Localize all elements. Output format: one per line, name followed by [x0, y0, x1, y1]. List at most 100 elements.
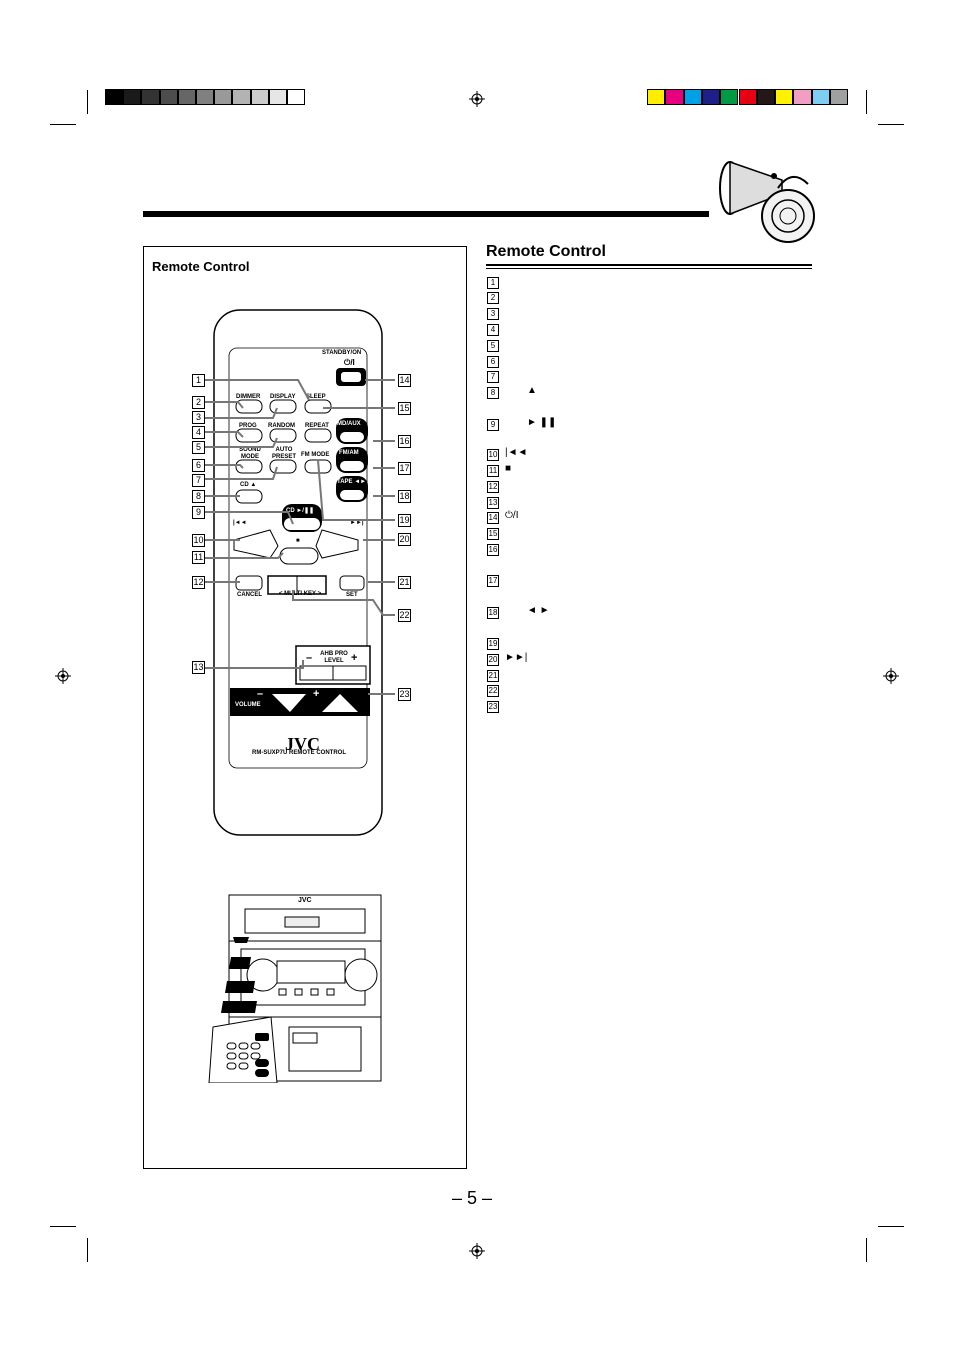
callout-number: 10	[192, 534, 205, 547]
crop-mark	[50, 1226, 76, 1227]
color-swatch	[811, 89, 830, 105]
tape-label: TAPE ◄►	[337, 479, 367, 485]
figure-caption: Remote Control	[152, 259, 250, 274]
callout-number: 15	[398, 402, 411, 415]
crop-mark	[50, 124, 76, 125]
callout-number: 23	[398, 688, 411, 701]
callout-number: 7	[192, 474, 205, 487]
page-number: – 5 –	[452, 1188, 493, 1208]
next-label: ►►|	[350, 520, 364, 526]
gray-swatch	[105, 89, 124, 105]
crop-mark	[87, 90, 88, 114]
sound-mode-label: SOUND MODE	[239, 447, 261, 460]
index-number: 16	[487, 544, 499, 556]
index-number: 13	[487, 497, 499, 509]
color-swatch	[665, 89, 684, 105]
model-label: RM-SUXP7U REMOTE CONTROL	[252, 750, 347, 756]
unit-jvc-logo: JVC	[298, 897, 312, 904]
callout-number: 17	[398, 462, 411, 475]
gray-swatch	[214, 89, 233, 105]
callout-number: 12	[192, 576, 205, 589]
gray-swatch	[177, 89, 196, 105]
color-swatch	[756, 89, 776, 105]
index-number: 5	[487, 340, 499, 352]
index-symbol: ►►|	[505, 652, 528, 663]
registration-mark-icon	[55, 668, 71, 684]
index-number: 23	[487, 701, 499, 713]
volume-label: VOLUME	[235, 702, 261, 708]
auto-preset-label: AUTO PRESET	[271, 447, 296, 460]
gray-swatch	[123, 89, 142, 105]
cancel-label: CANCEL	[237, 592, 262, 598]
index-number: 8	[487, 387, 499, 399]
cd-eject-label: CD ▲	[240, 482, 257, 488]
prev-label: |◄◄	[233, 520, 247, 526]
index-number: 18	[487, 607, 499, 619]
index-symbol: ► ❚❚	[527, 417, 557, 428]
header-rule	[143, 211, 709, 217]
callout-number: 21	[398, 576, 411, 589]
color-swatch	[683, 89, 702, 105]
gray-swatch	[196, 89, 215, 105]
standby-symbol: ⏻/I	[344, 358, 355, 367]
callout-number: 13	[192, 661, 205, 674]
callout-number: 4	[192, 426, 205, 439]
index-number: 17	[487, 575, 499, 587]
md-aux-label: MD/AUX	[337, 421, 361, 427]
index-number: 22	[487, 685, 499, 697]
callout-number: 22	[398, 609, 411, 622]
index-number: 4	[487, 324, 499, 336]
registration-mark-icon	[883, 668, 899, 684]
sleep-label: SLEEP	[306, 394, 326, 400]
repeat-label: REPEAT	[305, 423, 329, 429]
callout-number: 20	[398, 533, 411, 546]
index-number: 7	[487, 371, 499, 383]
gray-swatch	[287, 89, 306, 105]
figure-frame	[143, 246, 467, 1169]
gray-swatch	[159, 89, 178, 105]
index-number: 2	[487, 292, 499, 304]
registration-mark-icon	[469, 1243, 485, 1259]
crop-mark	[866, 1238, 867, 1262]
callout-number: 1	[192, 374, 205, 387]
gray-swatch	[232, 89, 251, 105]
index-number: 9	[487, 419, 499, 431]
random-label: RANDOM	[268, 423, 295, 429]
stereo-unit-illustration	[208, 894, 382, 1083]
index-number: 21	[487, 670, 499, 682]
crop-mark	[866, 90, 867, 114]
vol-plus-label: +	[313, 688, 320, 700]
index-number: 10	[487, 449, 499, 461]
callout-number: 5	[192, 441, 205, 454]
index-number: 12	[487, 481, 499, 493]
callout-number: 18	[398, 490, 411, 503]
index-number: 3	[487, 308, 499, 320]
index-number: 20	[487, 654, 499, 666]
index-symbol: ▲	[527, 385, 537, 396]
index-symbol: |◄◄	[505, 447, 528, 458]
index-symbol: ◄ ►	[527, 605, 550, 616]
remote-control-illustration	[213, 309, 383, 836]
callout-number: 3	[192, 411, 205, 424]
fm-mode-label: FM MODE	[301, 452, 330, 458]
color-swatch	[738, 89, 757, 105]
color-swatch	[720, 89, 739, 105]
callout-number: 2	[192, 396, 205, 409]
dimmer-label: DIMMER	[236, 394, 261, 400]
heading-rule	[486, 268, 812, 269]
callout-number: 14	[398, 374, 411, 387]
crop-mark	[87, 1238, 88, 1262]
crop-mark	[878, 124, 904, 125]
leader-lines	[205, 379, 395, 695]
registration-mark-icon	[469, 91, 485, 107]
index-number: 15	[487, 528, 499, 540]
index-number: 1	[487, 277, 499, 289]
stop-label: ■	[296, 538, 300, 544]
callout-number: 9	[192, 506, 205, 519]
callout-number: 16	[398, 435, 411, 448]
ahb-minus-label: –	[306, 652, 313, 664]
callout-number: 11	[192, 551, 205, 564]
callout-number: 6	[192, 459, 205, 472]
multi-key-label: < MULTI KEY >	[279, 591, 322, 597]
cd-play-label: CD ►/❚❚	[286, 508, 314, 514]
